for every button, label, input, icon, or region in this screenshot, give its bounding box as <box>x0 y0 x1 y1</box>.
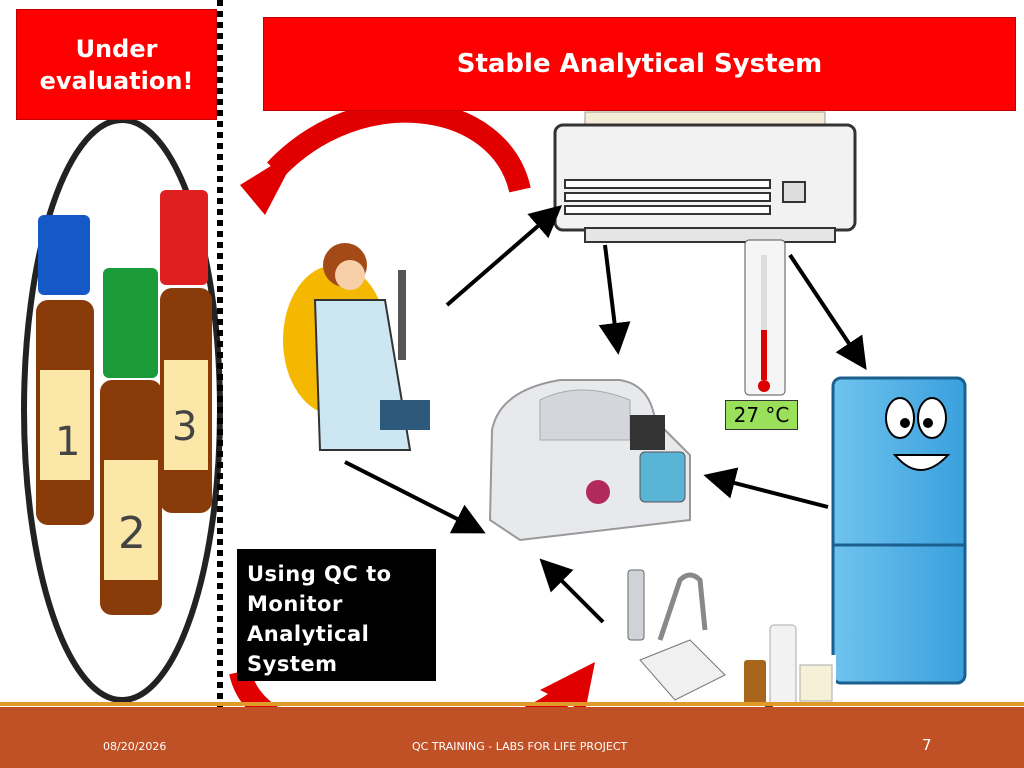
under-evaluation-text: Under evaluation! <box>39 34 194 95</box>
arrow-scientist-to-analyzer <box>344 460 486 534</box>
footer-bar <box>0 707 1024 768</box>
vial-1: 1 <box>36 215 94 525</box>
arrow-scientist-to-ac <box>445 205 563 307</box>
qc-monitor-box: Using QC to Monitor Analytical System <box>237 549 436 681</box>
refrigerator <box>831 376 967 685</box>
vial-3: 3 <box>160 190 212 513</box>
svg-text:3: 3 <box>172 404 197 450</box>
svg-text:2: 2 <box>118 508 146 559</box>
red-arrowhead-top <box>240 148 300 215</box>
footer-accent-line <box>0 702 1024 706</box>
red-arrowhead-bottom <box>540 662 595 712</box>
arrow-tap-to-analyzer <box>539 558 605 624</box>
arrow-fridge-to-analyzer <box>703 467 829 509</box>
qc-monitor-text: Using QC to Monitor Analytical System <box>247 562 392 676</box>
arrow-ac-to-analyzer <box>598 244 631 355</box>
scientist <box>283 243 430 451</box>
stable-system-banner: Stable Analytical System <box>263 17 1016 111</box>
water-tap <box>627 569 726 701</box>
svg-text:1: 1 <box>55 419 80 465</box>
under-evaluation-banner: Under evaluation! <box>16 9 217 120</box>
vial-2: 2 <box>100 268 162 615</box>
dotted-divider <box>217 0 223 768</box>
air-conditioner <box>553 111 857 243</box>
arrow-ac-to-fridge <box>788 253 867 370</box>
analyzer <box>488 379 691 542</box>
red-curve-arrow-top <box>267 100 531 193</box>
stable-system-text: Stable Analytical System <box>456 49 823 79</box>
footer-title: QC TRAINING - LABS FOR LIFE PROJECT <box>412 740 628 753</box>
page-number: 7 <box>922 736 932 754</box>
thermometer <box>744 239 786 396</box>
footer-date: 08/20/2026 <box>103 740 167 753</box>
thermometer-readout: 27 °C <box>725 400 798 430</box>
